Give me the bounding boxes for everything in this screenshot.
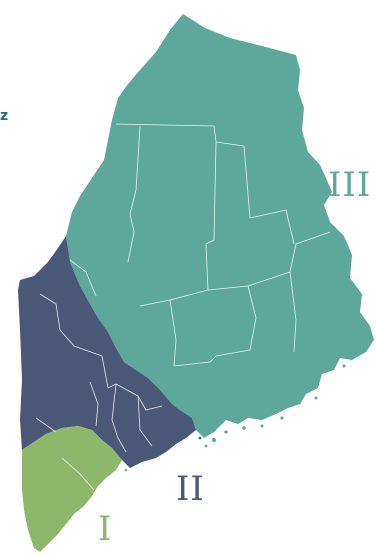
region-2-area[interactable] [18,236,196,468]
coastal-islands [124,364,346,472]
county-boundaries [35,123,331,491]
region-label-ii: II [176,469,205,509]
region-1-area[interactable] [22,426,122,552]
region-label-iii: III [328,165,371,205]
region-label-i: I [98,509,112,549]
region-3-area[interactable] [66,14,374,438]
edge-text: z [0,108,8,124]
